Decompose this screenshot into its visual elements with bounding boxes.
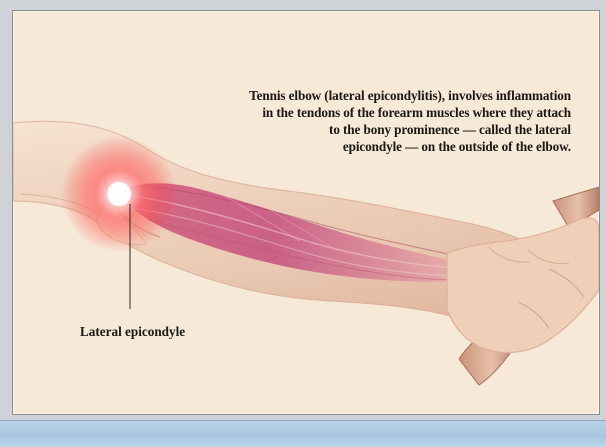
caption-line-2: in the tendons of the forearm muscles wh… <box>181 104 571 121</box>
tennis-elbow-illustration <box>13 11 599 414</box>
bottom-blue-band <box>0 420 606 447</box>
caption-line-3: to the bony prominence — called the late… <box>181 121 571 138</box>
caption-line-1: Tennis elbow (lateral epicondylitis), in… <box>181 87 571 104</box>
illustration-caption: Tennis elbow (lateral epicondylitis), in… <box>181 87 571 155</box>
caption-line-4: epicondyle — on the outside of the elbow… <box>181 138 571 155</box>
illustration-frame: Tennis elbow (lateral epicondylitis), in… <box>12 10 600 415</box>
lateral-epicondyle-label: Lateral epicondyle <box>80 324 185 340</box>
inflammation-center <box>107 182 131 206</box>
